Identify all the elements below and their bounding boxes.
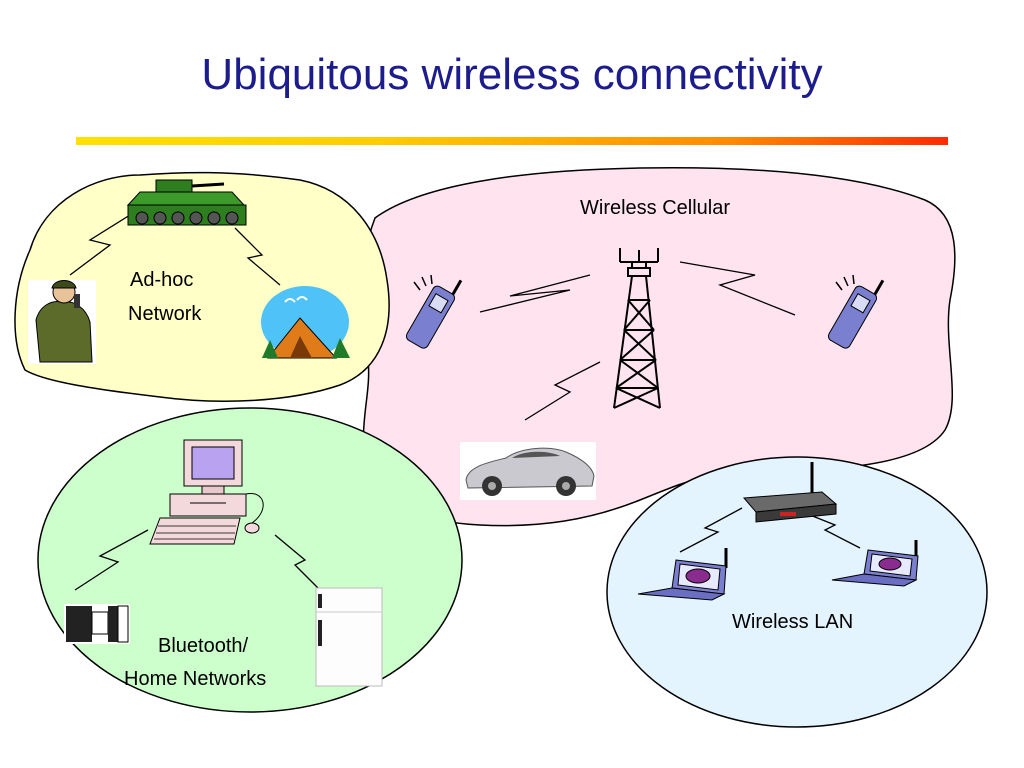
wlan-region [606,456,988,728]
link-tank-tent [234,227,281,286]
link-pc-fridge [274,534,326,596]
soldier-icon [28,280,96,364]
link-router-laptop2 [809,514,861,549]
slide-title: Ubiquitous wireless connectivity [201,50,823,99]
cell-phone-icon [827,274,885,349]
tank-icon [126,179,247,226]
adhoc-label-line1: Ad-hoc [130,269,193,291]
link-tank-soldier [69,214,131,276]
wireless-router-icon [742,462,838,523]
car-icon [460,442,596,500]
adhoc-label-line2: Network [128,303,202,325]
cell-phone-icon [405,274,463,349]
tent-icon [261,286,350,359]
link-router-laptop [679,507,743,553]
link-pc-coffee [74,529,149,591]
link-phone-tower [479,274,591,313]
title-rule [76,137,948,145]
cell-tower-icon [613,248,661,409]
desktop-computer-icon [149,439,264,545]
refrigerator-icon [315,587,383,687]
coffee-maker-icon [64,604,130,644]
bluetooth-label-line1: Bluetooth/ [158,635,249,657]
laptop-icon [831,540,919,587]
bluetooth-region [37,407,463,713]
cellular-label: Wireless Cellular [580,197,730,219]
link-tower-phone [679,261,796,316]
wlan-label: Wireless LAN [732,611,853,633]
laptop-icon [637,548,728,601]
link-tower-car [524,361,601,421]
bluetooth-label-line2: Home Networks [124,668,266,690]
